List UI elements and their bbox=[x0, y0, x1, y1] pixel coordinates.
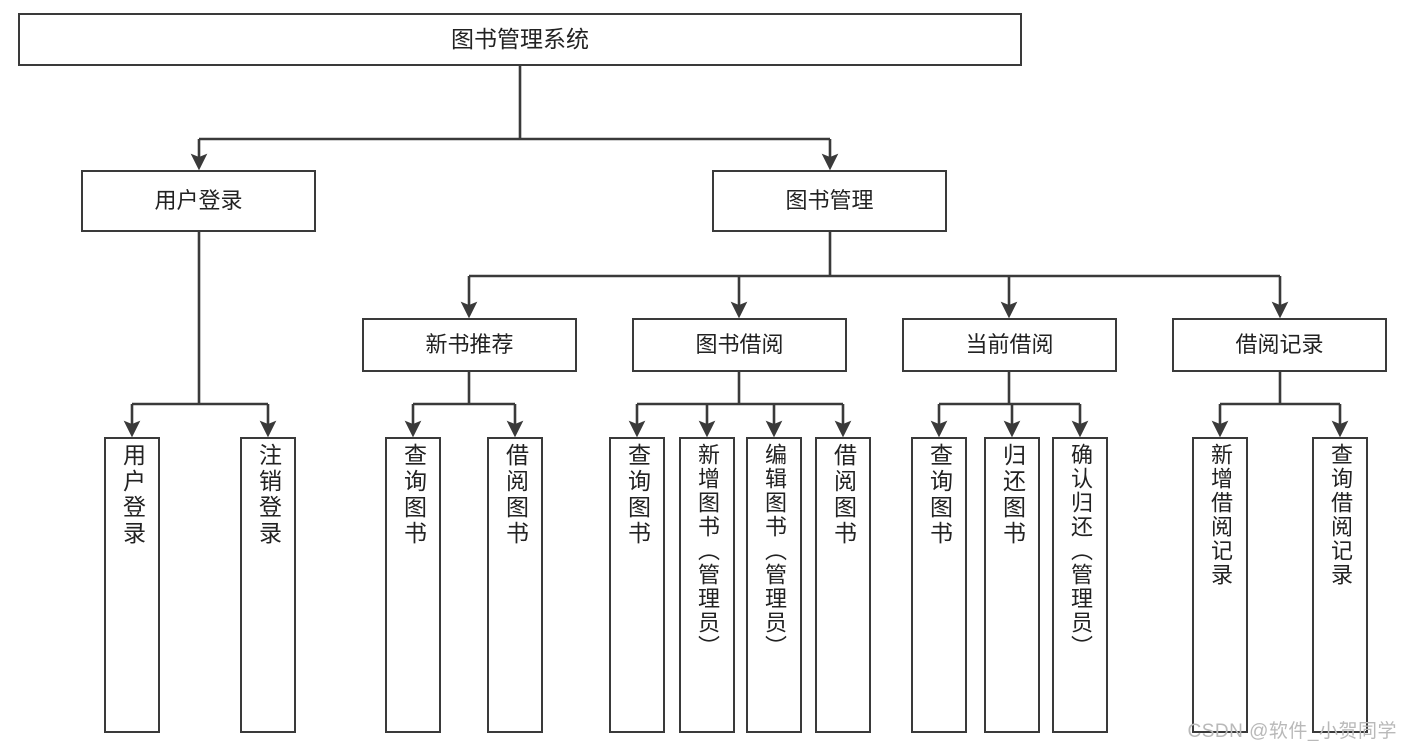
leaf-user-login[interactable]: 用户登录 bbox=[104, 437, 160, 733]
node-book-management[interactable]: 图书管理 bbox=[712, 170, 947, 232]
node-root[interactable]: 图书管理系统 bbox=[18, 13, 1022, 66]
leaf-query-borrow-record-label: 查询借阅记录 bbox=[1328, 443, 1353, 587]
leaf-borrow-books-label: 借阅图书 bbox=[830, 443, 857, 547]
leaf-edit-book-admin-label: 编辑图书（管理员） bbox=[762, 443, 787, 659]
leaf-query-books-borrow-label: 查询图书 bbox=[624, 443, 651, 547]
leaf-borrow-books-recommend[interactable]: 借阅图书 bbox=[487, 437, 543, 733]
leaf-query-books-current[interactable]: 查询图书 bbox=[911, 437, 967, 733]
leaf-borrow-books-recommend-label: 借阅图书 bbox=[502, 443, 529, 547]
leaf-add-borrow-record-label: 新增借阅记录 bbox=[1208, 443, 1233, 587]
leaf-edit-book-admin[interactable]: 编辑图书（管理员） bbox=[746, 437, 802, 733]
node-borrow-records-label: 借阅记录 bbox=[1235, 332, 1324, 358]
node-user-login-label: 用户登录 bbox=[154, 188, 243, 214]
leaf-add-book-admin[interactable]: 新增图书（管理员） bbox=[679, 437, 735, 733]
node-current-borrow-label: 当前借阅 bbox=[965, 332, 1054, 358]
leaf-confirm-return-admin-label: 确认归还（管理员） bbox=[1068, 443, 1093, 659]
leaf-query-books-borrow[interactable]: 查询图书 bbox=[609, 437, 665, 733]
leaf-return-books[interactable]: 归还图书 bbox=[984, 437, 1040, 733]
leaf-add-book-admin-label: 新增图书（管理员） bbox=[695, 443, 720, 659]
leaf-query-books-current-label: 查询图书 bbox=[926, 443, 953, 547]
leaf-confirm-return-admin[interactable]: 确认归还（管理员） bbox=[1052, 437, 1108, 733]
node-new-book-recommend[interactable]: 新书推荐 bbox=[362, 318, 577, 372]
node-borrow-records[interactable]: 借阅记录 bbox=[1172, 318, 1387, 372]
node-user-login[interactable]: 用户登录 bbox=[81, 170, 316, 232]
leaf-logout[interactable]: 注销登录 bbox=[240, 437, 296, 733]
leaf-add-borrow-record[interactable]: 新增借阅记录 bbox=[1192, 437, 1248, 733]
node-book-borrow[interactable]: 图书借阅 bbox=[632, 318, 847, 372]
leaf-return-books-label: 归还图书 bbox=[999, 443, 1026, 547]
node-book-management-label: 图书管理 bbox=[785, 188, 874, 214]
leaf-query-books-recommend[interactable]: 查询图书 bbox=[385, 437, 441, 733]
leaf-query-borrow-record[interactable]: 查询借阅记录 bbox=[1312, 437, 1368, 733]
leaf-logout-label: 注销登录 bbox=[255, 443, 282, 547]
leaf-query-books-recommend-label: 查询图书 bbox=[400, 443, 427, 547]
leaf-borrow-books[interactable]: 借阅图书 bbox=[815, 437, 871, 733]
node-new-book-recommend-label: 新书推荐 bbox=[425, 332, 514, 358]
node-current-borrow[interactable]: 当前借阅 bbox=[902, 318, 1117, 372]
leaf-user-login-label: 用户登录 bbox=[119, 443, 146, 547]
node-book-borrow-label: 图书借阅 bbox=[695, 332, 784, 358]
node-root-label: 图书管理系统 bbox=[451, 26, 589, 53]
